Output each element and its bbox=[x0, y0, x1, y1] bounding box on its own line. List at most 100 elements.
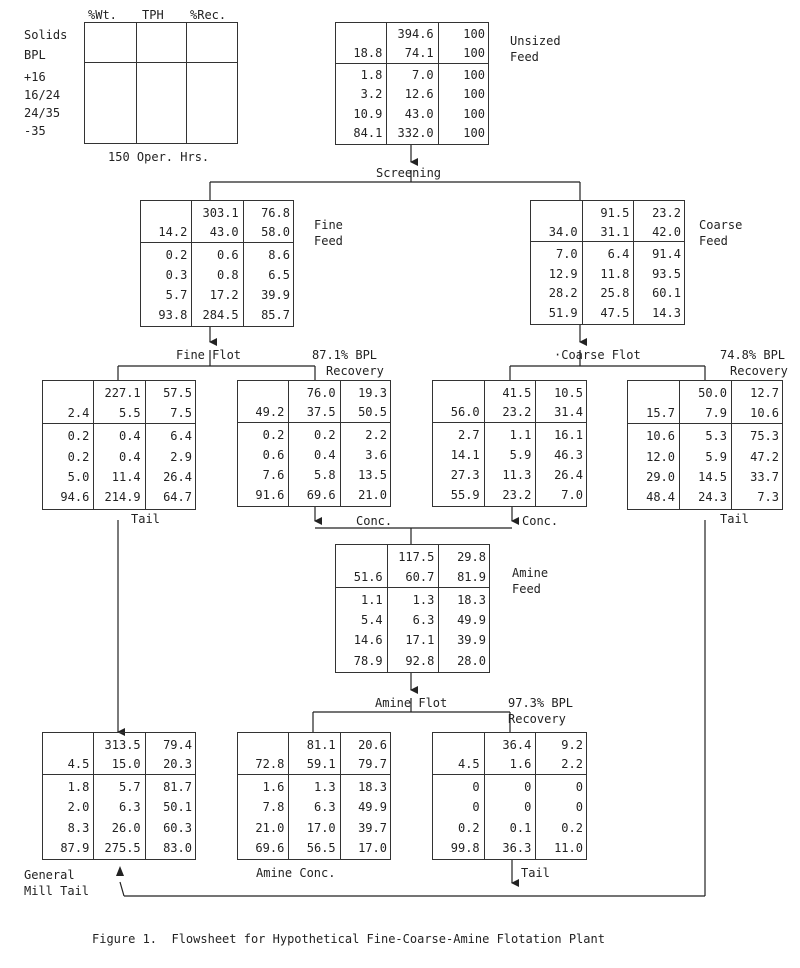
legend-header-wt: %Wt. bbox=[88, 8, 117, 22]
box-cell: 31.4 bbox=[554, 405, 583, 419]
screening-label: Screening bbox=[376, 166, 442, 180]
box-cell: 19.3 bbox=[358, 385, 387, 400]
box-cell: 0.2 bbox=[313, 427, 336, 442]
box-cell: 27.3 bbox=[450, 467, 480, 482]
box-cell: 81.1 bbox=[306, 737, 336, 752]
box-cell: 99.8 bbox=[450, 840, 480, 855]
box-cell: 75.3 bbox=[750, 429, 779, 444]
box-cell: 1.3 bbox=[412, 592, 435, 607]
box-cell: 12.7 bbox=[750, 386, 779, 400]
box-divider bbox=[438, 544, 440, 673]
box-cell: 60.1 bbox=[652, 286, 681, 301]
box-cell: 6.3 bbox=[412, 612, 435, 627]
box-divider bbox=[432, 421, 587, 423]
box-cell: 14.1 bbox=[450, 447, 480, 462]
box-divider bbox=[535, 732, 537, 860]
box-divider bbox=[386, 22, 388, 145]
box-frame bbox=[237, 380, 391, 507]
flow-line bbox=[119, 881, 125, 897]
box-cell: 1.6 bbox=[509, 757, 532, 772]
box-cell: 7.9 bbox=[705, 405, 727, 420]
box-cell: 2.4 bbox=[67, 405, 90, 420]
box-cell: 6.3 bbox=[118, 800, 141, 815]
box-cell: 332.0 bbox=[397, 126, 434, 141]
box-frame bbox=[335, 22, 489, 145]
legend-row-label: -35 bbox=[24, 124, 46, 138]
box-cell: 83.0 bbox=[163, 840, 192, 855]
box-cell: 74.1 bbox=[404, 46, 434, 61]
box-cell: 60.7 bbox=[405, 569, 435, 584]
box-divider bbox=[483, 732, 485, 860]
box-cell: 2.7 bbox=[457, 427, 480, 442]
box-cell: 0.2 bbox=[67, 429, 90, 444]
coarse-conc-label: Conc. bbox=[522, 514, 559, 528]
box-cell: 69.6 bbox=[306, 487, 336, 502]
box-cell: 7.8 bbox=[262, 800, 285, 815]
box-cell: 6.4 bbox=[607, 246, 630, 261]
general-mill-tail-label: Mill Tail bbox=[24, 884, 90, 898]
box-cell: 48.4 bbox=[646, 490, 675, 505]
box-cell: 87.9 bbox=[60, 840, 90, 855]
box-cell: 50.0 bbox=[698, 386, 727, 400]
box-cell: 93.8 bbox=[158, 307, 188, 322]
box-frame bbox=[140, 200, 294, 327]
box-cell: 14.6 bbox=[353, 633, 383, 648]
box-cell: 8.3 bbox=[67, 820, 90, 835]
box-cell: 12.0 bbox=[646, 449, 675, 464]
box-cell: 26.0 bbox=[111, 820, 141, 835]
box-cell: 60.3 bbox=[163, 820, 192, 835]
box-cell: 2.0 bbox=[67, 800, 90, 815]
box-cell: 2.2 bbox=[561, 757, 583, 772]
box-divider bbox=[288, 732, 290, 860]
box-divider bbox=[42, 774, 196, 776]
box-cell: 0.2 bbox=[561, 820, 583, 835]
legend-footnote: 150 Oper. Hrs. bbox=[108, 150, 210, 164]
box-cell: 100 bbox=[463, 46, 485, 61]
box-cell: 9.2 bbox=[561, 737, 583, 752]
box-cell: 56.5 bbox=[306, 840, 336, 855]
box-cell: 17.0 bbox=[358, 840, 387, 855]
box-divider bbox=[242, 200, 244, 327]
box-cell: 5.7 bbox=[118, 780, 141, 795]
box-cell: 17.2 bbox=[209, 287, 239, 302]
box-cell: 23.2 bbox=[502, 487, 532, 502]
box-divider bbox=[432, 774, 587, 776]
box-frame bbox=[530, 200, 685, 325]
box-cell: 33.7 bbox=[750, 470, 779, 485]
box-cell: 50.1 bbox=[163, 800, 192, 815]
box-cell: 36.4 bbox=[502, 737, 532, 752]
coarse-feed-label: Feed bbox=[699, 234, 728, 248]
box-cell: 43.0 bbox=[404, 106, 434, 121]
box-cell: 100 bbox=[463, 126, 485, 141]
box-cell: 20.3 bbox=[163, 757, 192, 772]
box-cell: 28.2 bbox=[548, 286, 578, 301]
box-divider bbox=[144, 380, 146, 510]
box-cell: 76.8 bbox=[261, 205, 290, 220]
box-cell: 18.3 bbox=[457, 592, 486, 607]
box-cell: 0 bbox=[575, 800, 583, 815]
box-divider bbox=[581, 200, 583, 325]
box-cell: 11.0 bbox=[554, 840, 583, 855]
box-cell: 29.8 bbox=[457, 549, 486, 564]
legend-row-label: 24/35 bbox=[24, 106, 61, 120]
box-cell: 100 bbox=[463, 27, 485, 42]
box-cell: 56.0 bbox=[450, 405, 480, 419]
box-cell: 15.7 bbox=[646, 405, 675, 420]
box-divider bbox=[339, 732, 341, 860]
fine-conc-label: Conc. bbox=[356, 514, 393, 528]
box-divider bbox=[530, 241, 685, 243]
box-cell: 0.2 bbox=[165, 247, 188, 262]
box-cell: 5.9 bbox=[705, 449, 727, 464]
box-cell: 227.1 bbox=[104, 386, 141, 400]
box-cell: 81.9 bbox=[457, 569, 486, 584]
box-cell: 24.3 bbox=[698, 490, 727, 505]
box-cell: 37.5 bbox=[306, 405, 336, 419]
box-cell: 5.8 bbox=[313, 467, 336, 482]
box-cell: 117.5 bbox=[398, 549, 435, 564]
box-cell: 7.0 bbox=[411, 68, 434, 83]
